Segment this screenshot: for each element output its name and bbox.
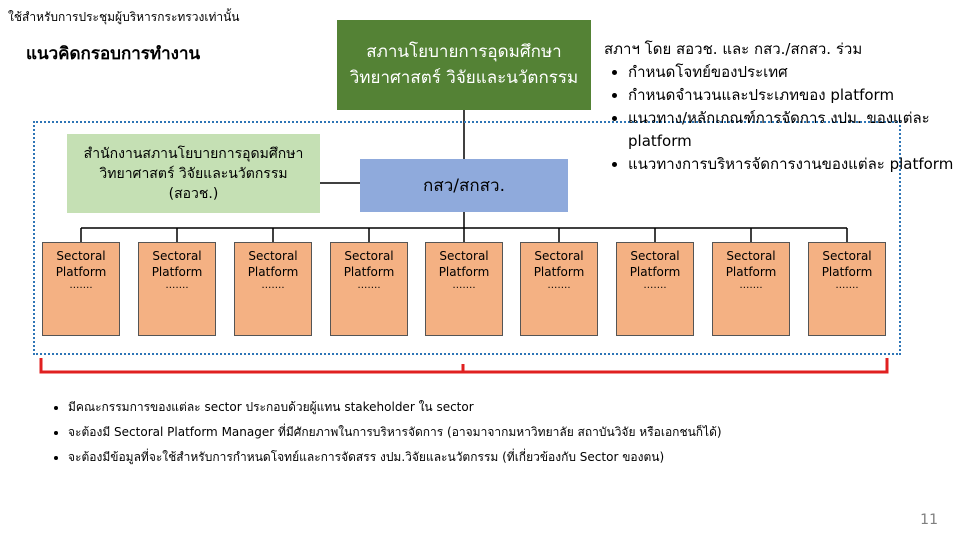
platform-line1: Sectoral (630, 249, 680, 263)
platform-line1: Sectoral (726, 249, 776, 263)
office-line1: สำนักงานสภานโยบายการอุดมศึกษา (83, 145, 304, 162)
platform-line1: Sectoral (344, 249, 394, 263)
platform-placeholder: ……. (165, 280, 189, 291)
platform-line1: Sectoral (248, 249, 298, 263)
sectoral-platform-box: Sectoral Platform ……. (808, 242, 886, 336)
platform-line2: Platform (533, 265, 585, 279)
platform-placeholder: ……. (357, 280, 381, 291)
policy-council-line2: วิทยาศาสตร์ วิจัยและนวัตกรรม (349, 68, 579, 88)
sectoral-platform-box: Sectoral Platform ……. (425, 242, 503, 336)
red-bracket (39, 358, 889, 374)
responsibility-item: กำหนดจำนวนและประเภทของ platform (628, 84, 954, 107)
responsibility-item: แนวทาง/หลักเกณฑ์การจัดการ งปม. ของแต่ละ … (628, 107, 954, 153)
responsibility-item: กำหนดโจทย์ของประเทศ (628, 61, 954, 84)
platform-line2: Platform (151, 265, 203, 279)
responsibilities-block: สภาฯ โดย สอวช. และ กสว./สกสว. ร่วม กำหนด… (604, 38, 954, 176)
funding-agency-label: กสว/สกสว. (423, 176, 505, 196)
policy-council-line1: สภานโยบายการอุดมศึกษา (366, 42, 562, 62)
platform-placeholder: ……. (452, 280, 476, 291)
platform-placeholder: ……. (547, 280, 571, 291)
slide-title: แนวคิดกรอบการทำงาน (26, 44, 201, 64)
note-item: จะต้องมี Sectoral Platform Manager ที่มี… (68, 420, 934, 445)
sectoral-platform-box: Sectoral Platform ……. (42, 242, 120, 336)
platform-line2: Platform (629, 265, 681, 279)
platform-placeholder: ……. (739, 280, 763, 291)
platform-placeholder: ……. (835, 280, 859, 291)
platform-line1: Sectoral (822, 249, 872, 263)
sectoral-platform-box: Sectoral Platform ……. (234, 242, 312, 336)
platform-placeholder: ……. (69, 280, 93, 291)
notes-block: มีคณะกรรมการของแต่ละ sector ประกอบด้วยผู… (54, 395, 934, 470)
platform-line2: Platform (438, 265, 490, 279)
notes-list: มีคณะกรรมการของแต่ละ sector ประกอบด้วยผู… (54, 395, 934, 470)
platform-line2: Platform (55, 265, 107, 279)
office-line3: (สอวช.) (168, 185, 219, 202)
page-number: 11 (920, 512, 938, 528)
office-box: สำนักงานสภานโยบายการอุดมศึกษา วิทยาศาสตร… (67, 134, 320, 213)
platform-line1: Sectoral (439, 249, 489, 263)
platform-line2: Platform (247, 265, 299, 279)
sectoral-platform-box: Sectoral Platform ……. (330, 242, 408, 336)
platform-placeholder: ……. (261, 280, 285, 291)
responsibilities-heading: สภาฯ โดย สอวช. และ กสว./สกสว. ร่วม (604, 40, 863, 58)
responsibilities-list: กำหนดโจทย์ของประเทศ กำหนดจำนวนและประเภทข… (604, 61, 954, 176)
platform-line1: Sectoral (152, 249, 202, 263)
platform-line1: Sectoral (534, 249, 584, 263)
note-item: จะต้องมีข้อมูลที่จะใช้สำหรับการกำหนดโจทย… (68, 445, 934, 470)
platform-line2: Platform (343, 265, 395, 279)
sectoral-platform-box: Sectoral Platform ……. (138, 242, 216, 336)
header-note: ใช้สำหรับการประชุมผู้บริหารกระทรวงเท่านั… (8, 10, 240, 24)
platform-group-frame (33, 121, 901, 355)
platform-placeholder: ……. (643, 280, 667, 291)
funding-agency-box: กสว/สกสว. (360, 159, 568, 212)
platform-line2: Platform (821, 265, 873, 279)
platform-line2: Platform (725, 265, 777, 279)
responsibility-item: แนวทางการบริหารจัดการงานของแต่ละ platfor… (628, 153, 954, 176)
sectoral-platform-box: Sectoral Platform ……. (616, 242, 694, 336)
policy-council-box: สภานโยบายการอุดมศึกษา วิทยาศาสตร์ วิจัยแ… (337, 20, 591, 110)
platform-line1: Sectoral (56, 249, 106, 263)
note-item: มีคณะกรรมการของแต่ละ sector ประกอบด้วยผู… (68, 395, 934, 420)
office-line2: วิทยาศาสตร์ วิจัยและนวัตกรรม (99, 165, 288, 182)
sectoral-platform-box: Sectoral Platform ……. (712, 242, 790, 336)
sectoral-platform-box: Sectoral Platform ……. (520, 242, 598, 336)
